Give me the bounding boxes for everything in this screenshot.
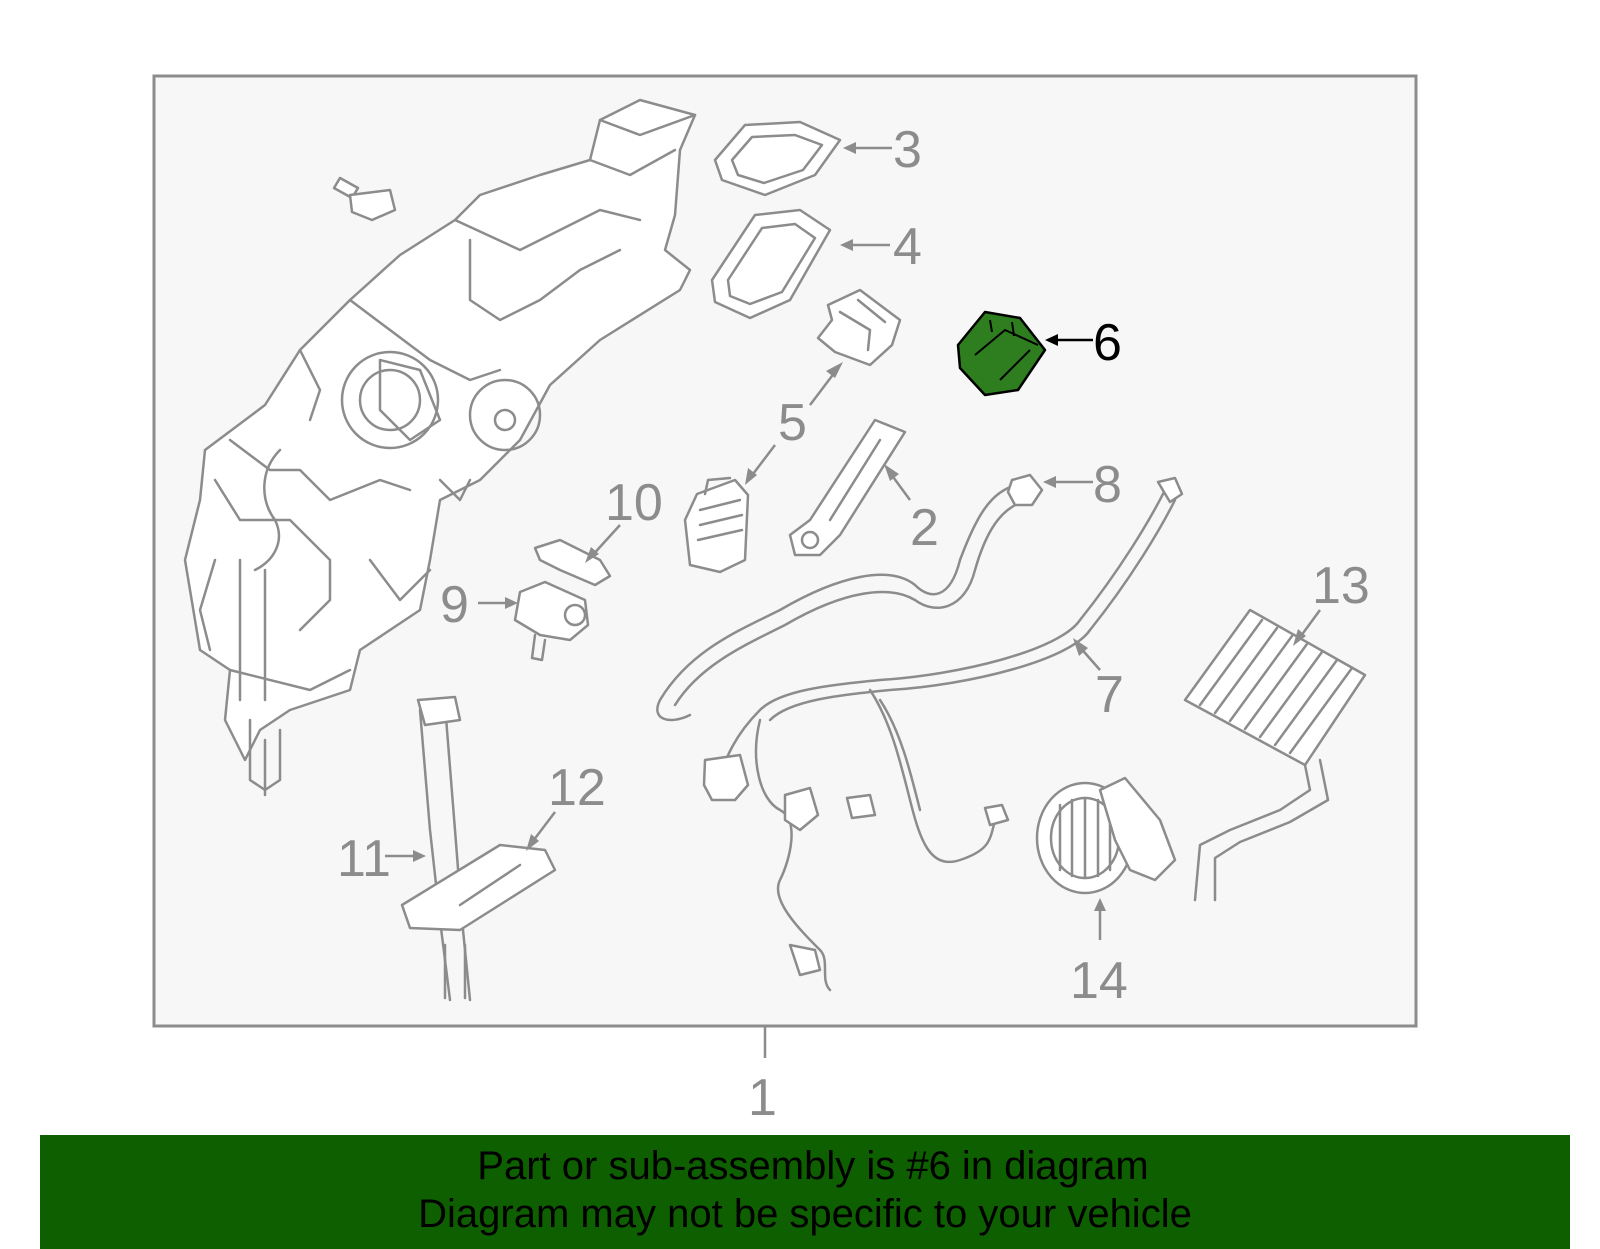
arrow-2 (884, 464, 899, 481)
part-8-hose (656, 473, 1044, 722)
callout-2: 2 (910, 499, 939, 557)
arrow-14 (1094, 898, 1106, 911)
part-5-actuator-upper (816, 288, 902, 367)
arrow-6 (1045, 334, 1058, 346)
arrow-5a (826, 362, 843, 378)
callout-leaders (385, 142, 1322, 940)
arrow-8 (1043, 476, 1056, 488)
callout-14: 14 (1070, 952, 1128, 1010)
callout-7: 7 (1095, 666, 1124, 724)
callout-11: 11 (337, 830, 391, 888)
callout-1: 1 (748, 1069, 777, 1127)
info-banner: Part or sub-assembly is #6 in diagram Di… (40, 1135, 1570, 1249)
part-10-bracket (533, 538, 612, 587)
callout-9: 9 (440, 576, 469, 634)
part-9-valve (513, 580, 590, 662)
arrow-3 (843, 142, 856, 154)
part-14-blower (1035, 776, 1177, 895)
part-11-tube (416, 695, 472, 1002)
arrow-5b (745, 468, 757, 485)
part-4-gasket (710, 208, 832, 320)
arrow-4 (840, 239, 853, 251)
part-2-link (788, 418, 907, 557)
callout-5: 5 (778, 394, 807, 452)
arrow-9 (505, 597, 518, 609)
part-3-gasket (713, 120, 842, 197)
part-5-actuator-lower (683, 476, 750, 574)
leader-5b (749, 444, 776, 479)
arrow-7 (1073, 638, 1088, 656)
arrow-10 (585, 547, 599, 563)
part-7-harness (702, 476, 1184, 992)
part-13-heater-core (1183, 608, 1367, 902)
callout-10: 10 (605, 474, 663, 532)
part-6-highlighted (956, 310, 1047, 397)
arrow-13 (1293, 629, 1306, 646)
callout-4: 4 (893, 218, 922, 276)
arrow-12 (526, 834, 539, 851)
callout-12: 12 (548, 759, 606, 817)
screw-drawing (332, 176, 397, 222)
callout-13: 13 (1312, 557, 1370, 615)
banner-line-part: Part or sub-assembly is #6 in diagram (477, 1144, 1149, 1188)
callout-numbers: 1 2 3 4 5 6 7 8 9 10 11 12 13 14 (337, 121, 1370, 1127)
arrow-11 (413, 850, 426, 862)
banner-line-disclaimer: Diagram may not be specific to your vehi… (418, 1192, 1192, 1236)
callout-6: 6 (1093, 314, 1122, 372)
part-12-bracket (400, 843, 557, 932)
callout-3: 3 (893, 121, 922, 179)
callout-8: 8 (1093, 456, 1122, 514)
hvac-housing-drawing (183, 98, 697, 797)
